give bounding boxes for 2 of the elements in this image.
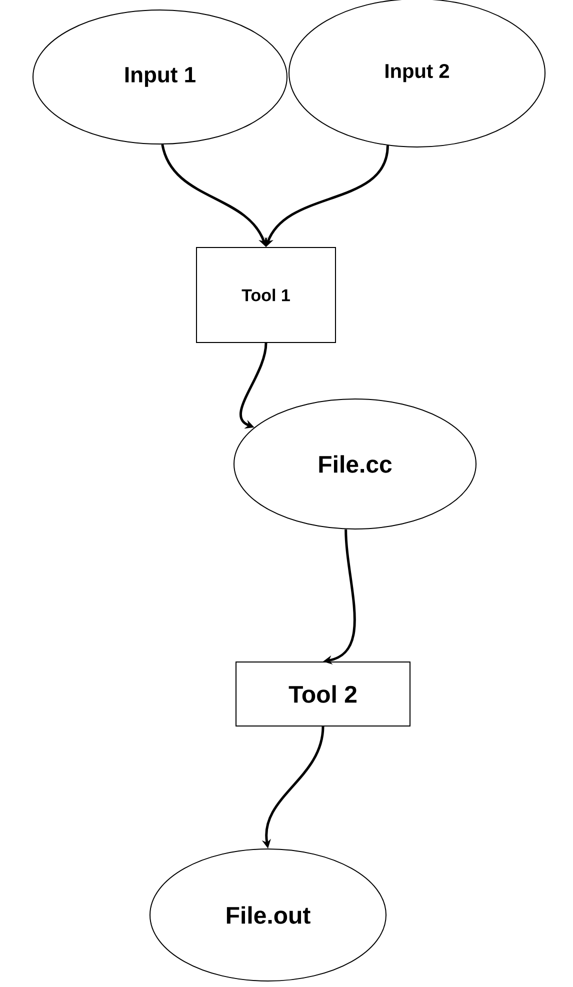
tool-box: Tool 2 [236, 662, 410, 726]
tool-box: Tool 1 [196, 247, 336, 343]
